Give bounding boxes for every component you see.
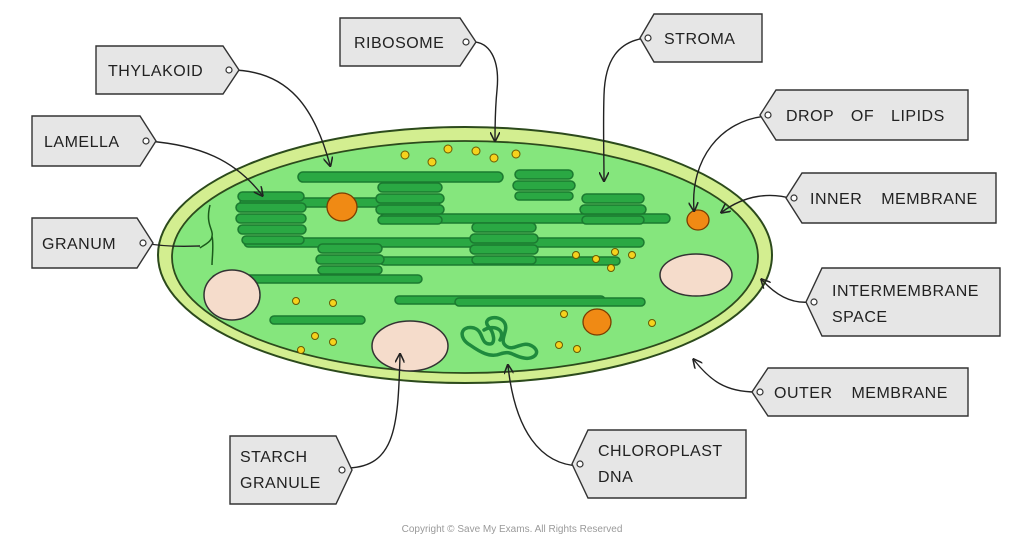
starch-granule-leader	[340, 355, 400, 469]
copyright-notice: Copyright © Save My Exams. All Rights Re…	[401, 524, 623, 535]
tag-inner-membrane: INNER MEMBRANE	[785, 172, 997, 224]
starch-granule	[203, 269, 261, 321]
ribosomes	[292, 144, 656, 354]
ribosome-leader	[468, 41, 498, 140]
starch-granules	[203, 253, 733, 372]
tag-lamella: LAMELLA	[31, 115, 157, 167]
tag-thylakoid: THYLAKOID	[95, 45, 240, 95]
granum-stack-1	[235, 191, 307, 245]
lamella	[297, 171, 504, 183]
granum-stack-2	[375, 182, 445, 225]
label-drop-of-lipids: DROP OF LIPIDS	[786, 108, 945, 125]
lipid-droplet	[686, 209, 710, 231]
tag-starch-granule: STARCH GRANULE	[229, 435, 353, 505]
tag-outer-membrane: OUTER MEMBRANE	[751, 367, 969, 417]
label-outer-membrane: OUTER MEMBRANE	[774, 385, 948, 402]
label-stroma: STROMA	[664, 31, 735, 48]
starch-granule	[371, 320, 449, 372]
label-space: SPACE	[832, 309, 888, 326]
drop-of-lipids-leader	[694, 115, 768, 210]
leader-lines	[143, 37, 811, 469]
tag-ribosome: RIBOSOME	[339, 17, 477, 67]
granum-stack-4	[579, 193, 647, 225]
starch-granule	[659, 253, 733, 297]
lipid-droplet	[582, 308, 612, 336]
granum-stack-5	[469, 222, 539, 265]
thylakoid-leader	[229, 69, 330, 165]
label-thylakoid: THYLAKOID	[108, 63, 203, 80]
lamella	[454, 297, 646, 307]
lipid-droplets	[326, 192, 710, 336]
granum-bracket	[199, 204, 214, 266]
label-dna: DNA	[598, 469, 633, 486]
tag-stroma: STROMA	[639, 13, 763, 63]
tag-drop-of-lipids: DROP OF LIPIDS	[759, 89, 969, 141]
label-granule: GRANULE	[240, 475, 321, 492]
outer-membrane-leader	[694, 360, 757, 393]
chloroplast-dna-leader	[508, 366, 581, 467]
granum-stack-6	[315, 243, 385, 275]
label-granum: GRANUM	[42, 236, 116, 253]
label-starch: STARCH	[240, 449, 308, 466]
lamella-leader	[146, 140, 262, 195]
label-intermembrane: INTERMEMBRANE	[832, 283, 979, 300]
lipid-droplet	[326, 192, 358, 222]
chloroplast	[157, 126, 773, 384]
label-lamella: LAMELLA	[44, 134, 120, 151]
tag-chloroplast-dna: CHLOROPLAST DNA	[571, 429, 747, 499]
label-inner-membrane: INNER MEMBRANE	[810, 191, 978, 208]
granum-stack-3	[512, 169, 576, 201]
stroma-leader	[604, 37, 646, 180]
intermembrane-space-leader	[762, 280, 811, 303]
lamella	[269, 315, 366, 325]
tag-intermembrane-space: INTERMEMBRANE SPACE	[805, 267, 1001, 337]
chloroplast-dna-extra	[482, 325, 504, 342]
label-ribosome: RIBOSOME	[354, 35, 444, 52]
label-chloroplast: CHLOROPLAST	[598, 443, 723, 460]
chloroplast-dna	[460, 315, 539, 361]
tag-granum: GRANUM	[31, 217, 154, 269]
